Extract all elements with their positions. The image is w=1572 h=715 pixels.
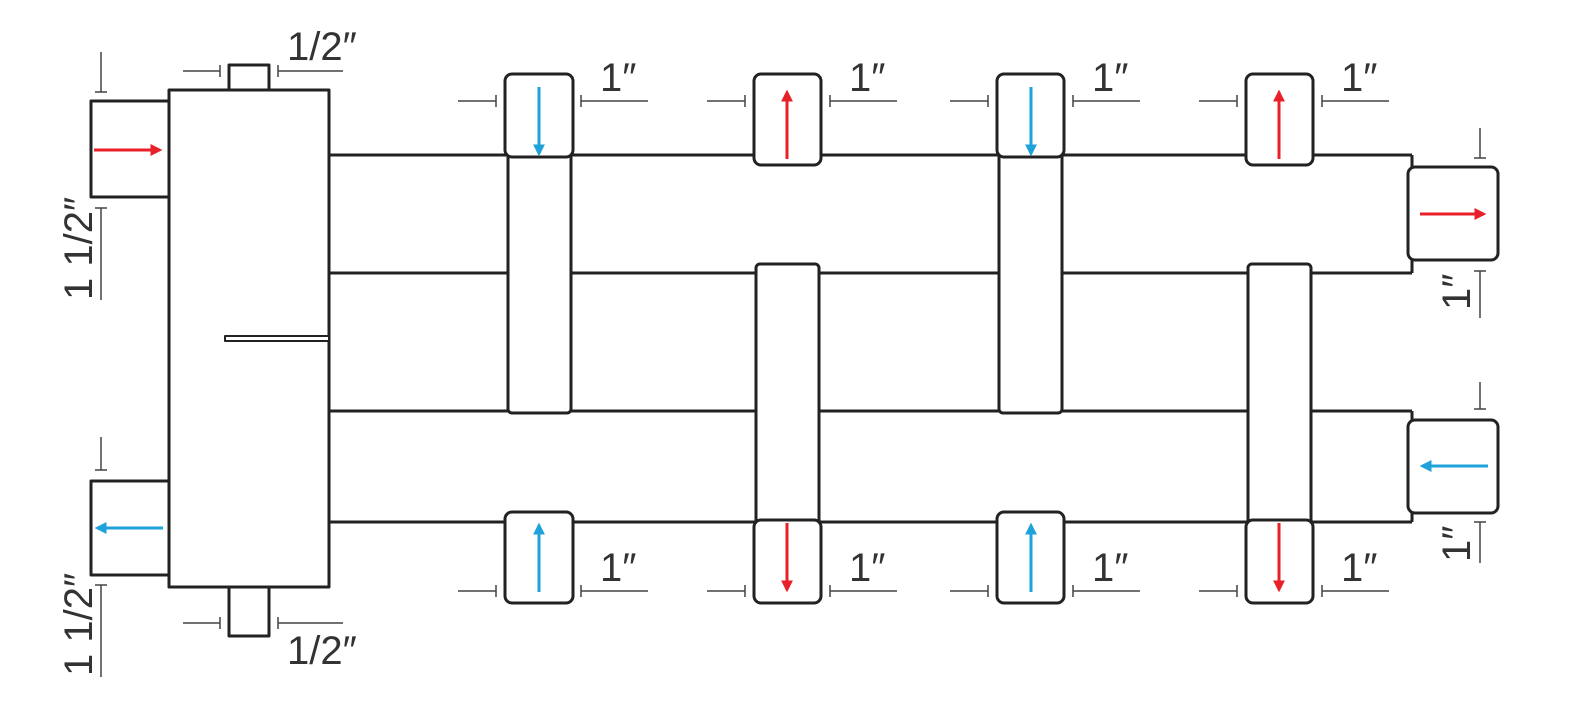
dimension-line [458,95,648,107]
dimension-lines [95,52,1486,677]
circuit-1-top-size-label: 1″ [600,56,636,100]
end-return-size-label: 1″ [1435,526,1479,562]
circuit-1-bottom-size-label: 1″ [600,546,636,590]
circuit-3-top-size-label: 1″ [1092,56,1128,100]
dimension-line [950,95,1140,107]
bottom-port-size-label: 1/2″ [287,629,357,673]
separator-divider [224,335,330,342]
circuit-1-bridge [506,148,573,415]
top-port-size-label: 1/2″ [287,25,357,69]
dimension-line [707,585,897,597]
end-supply-size-label: 1″ [1435,274,1479,310]
dimension-line [183,65,343,77]
circuit-4-top-size-label: 1″ [1341,56,1377,100]
circuit-bridges [506,148,1313,529]
main-outlet-size-label: 1 1/2″ [57,573,101,676]
dimension-line [950,585,1140,597]
dimension-line [1474,382,1486,563]
circuit-2-bridge [754,262,821,529]
circuit-4-bottom-size-label: 1″ [1341,546,1377,590]
dimension-line [1199,585,1389,597]
main-inlet-size-label: 1 1/2″ [57,197,101,300]
circuit-3-bottom-size-label: 1″ [1092,546,1128,590]
dimension-line [183,617,343,629]
dimension-line [707,95,897,107]
circuit-4-bridge [1246,262,1313,529]
dimension-line [458,585,648,597]
separator-bottom-port [227,578,271,638]
size-labels: 1/2″ 1/2″ 1 1/2″ 1 1/2″ 1″ 1″ 1″ 1″ 1″ 1… [57,25,1479,676]
circuit-2-top-size-label: 1″ [849,56,885,100]
flow-arrows [94,87,1488,593]
dimension-line [1199,95,1389,107]
circuit-3-bridge [997,148,1064,415]
dimension-line [95,437,107,677]
circuit-2-bottom-size-label: 1″ [849,546,885,590]
hydraulic-separator [89,63,331,638]
dimension-line [95,52,107,300]
dimension-line [1474,128,1486,318]
